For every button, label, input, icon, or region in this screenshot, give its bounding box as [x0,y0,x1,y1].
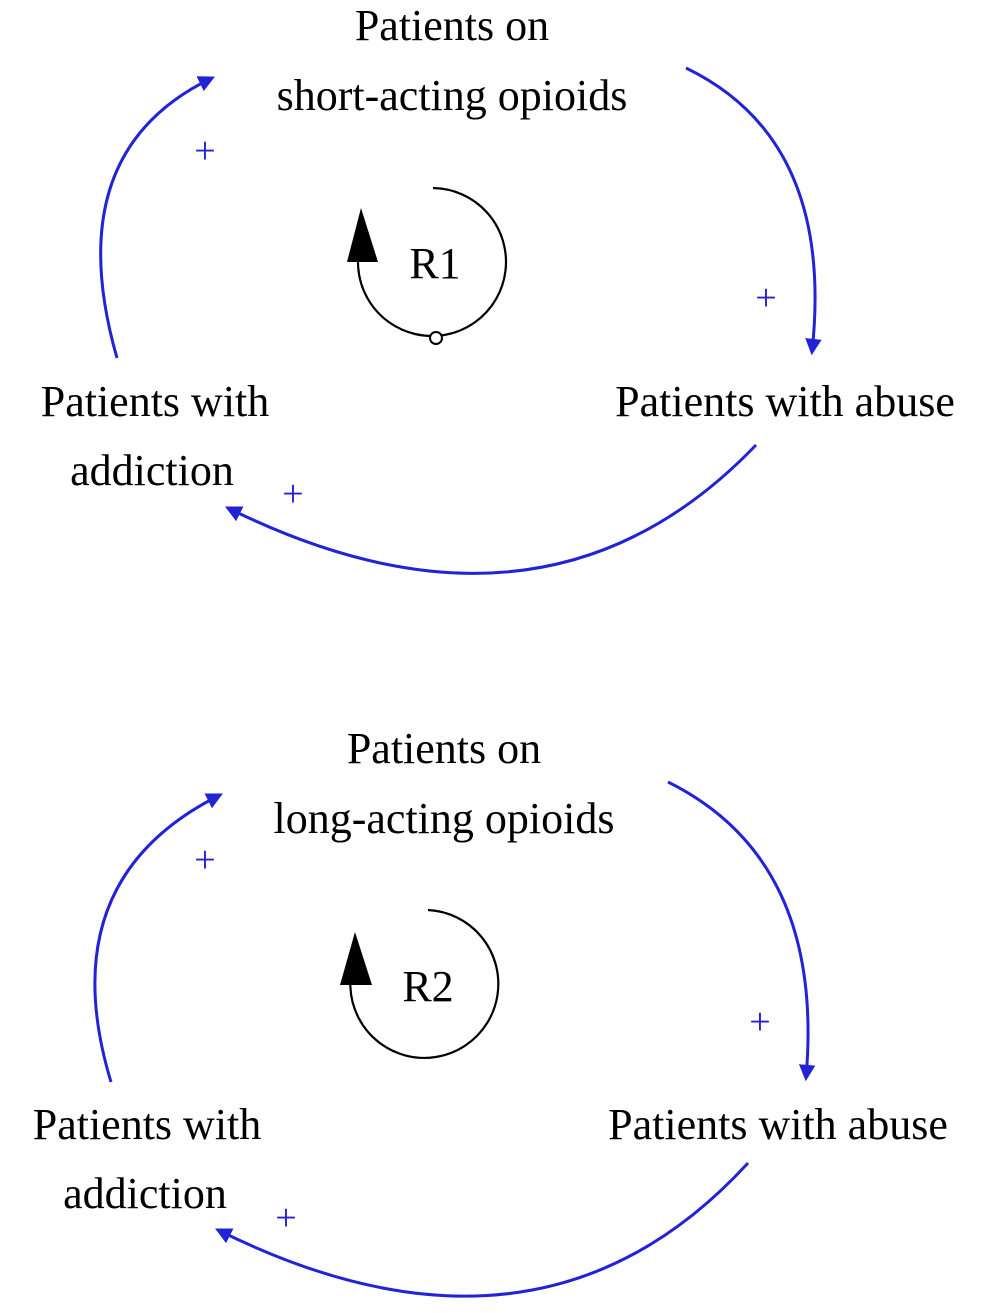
loop-label-r2: R2 [402,962,453,1011]
link-r2-left-to-top [93,793,223,1083]
link-r1-left-to-top [99,76,215,359]
node-r1-top-line2: short-acting opioids [277,71,628,120]
loop-indicator-r2-arrowhead [340,932,372,985]
loop-indicator-r1-dot [429,331,443,345]
polarity-r1-top-to-right: + [755,277,776,319]
node-r2-left-line2: addiction [63,1169,227,1218]
link-r1-top-to-right [685,66,822,356]
link-r2-top-to-right [667,780,816,1082]
loop-r1: Patients on short-acting opioids Patient… [41,1,955,575]
polarity-r1-left-to-top: + [194,130,215,172]
loop-indicator-r1-arrowhead [347,208,378,262]
polarity-r1-right-to-left: + [282,473,303,515]
loop-r2: Patients on long-acting opioids Patients… [33,724,948,1298]
loop-indicator-r1-arc [356,186,508,338]
node-r1-left-line1: Patients with [41,377,270,426]
node-r2-left-line1: Patients with [33,1100,262,1149]
node-r1-top-line1: Patients on [355,1,549,50]
polarity-r2-top-to-right: + [749,1001,770,1043]
loop-indicator-r2-arc [349,908,500,1060]
polarity-r2-right-to-left: + [275,1197,296,1239]
link-r2-right-to-left [215,1161,750,1298]
node-r2-top-line1: Patients on [347,724,541,773]
link-r1-right-to-left [225,443,758,575]
polarity-r2-left-to-top: + [194,839,215,881]
node-r1-right: Patients with abuse [615,377,955,426]
node-r1-left-line2: addiction [70,446,234,495]
loop-label-r1: R1 [409,239,460,288]
node-r2-right: Patients with abuse [608,1100,948,1149]
node-r2-top-line2: long-acting opioids [274,794,615,843]
